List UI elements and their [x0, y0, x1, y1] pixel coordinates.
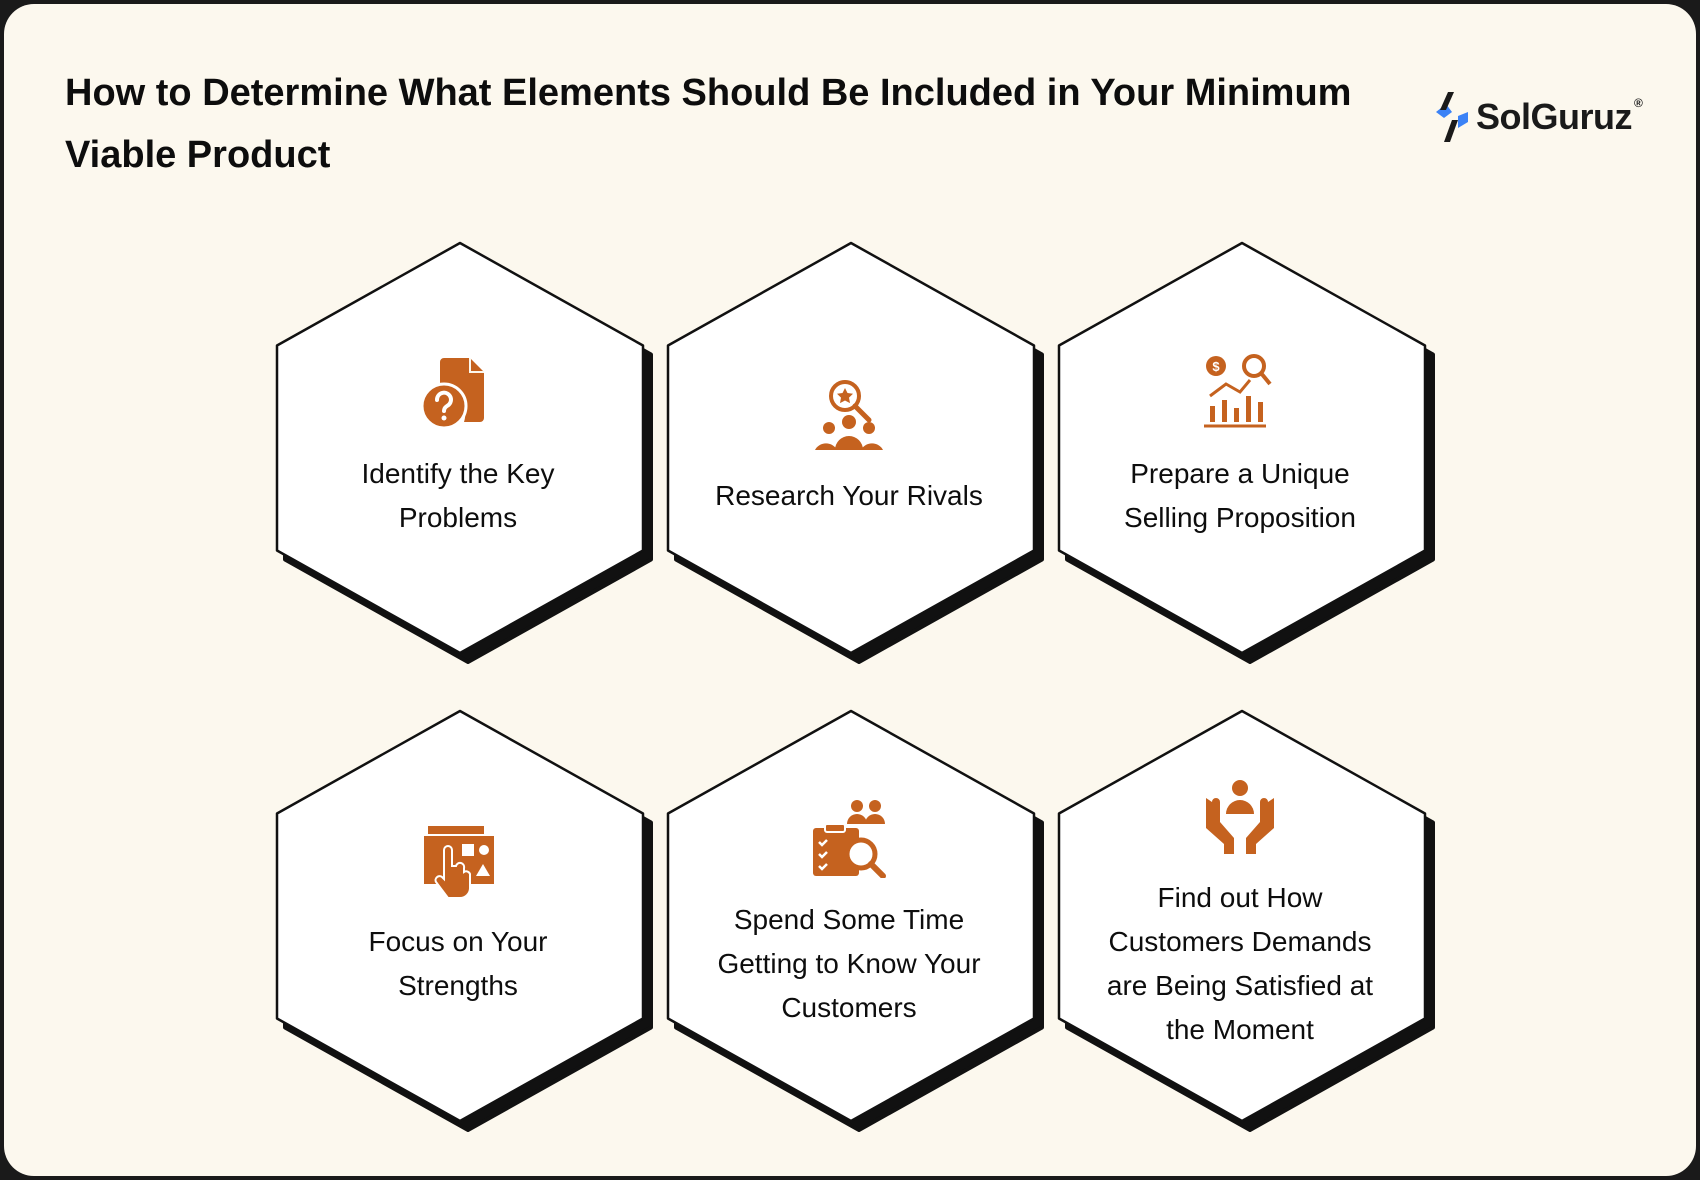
hands-person-icon: [1206, 780, 1274, 854]
hand-shapes-icon: [424, 826, 494, 899]
hexagon-shape: [666, 709, 1044, 1132]
hexagon-shape: [1057, 241, 1435, 664]
page-title: How to Determine What Elements Should Be…: [65, 72, 1352, 176]
registered-mark: ®: [1634, 96, 1643, 110]
hex-card: Spend Some Time Getting to Know Your Cus…: [666, 709, 1046, 1132]
solguruz-logo: SolGuruz ®: [1432, 90, 1643, 144]
dollar-chart-search-icon: $: [1204, 354, 1272, 428]
hex-card: Focus on Your Strengths: [275, 709, 655, 1132]
hex-label: Prepare a Unique Selling Proposition: [1124, 458, 1356, 533]
document-question-icon: [420, 358, 484, 430]
hex-card: Identify the Key Problems: [275, 241, 655, 664]
hex-label: Focus on Your Strengths: [368, 926, 548, 1001]
svg-text:$: $: [1212, 359, 1220, 374]
hex-label: Identify the Key Problems: [361, 458, 555, 533]
solguruz-logo-icon: [1436, 92, 1468, 142]
hex-card: Research Your Rivals: [666, 241, 1046, 664]
hex-card: Find out How Customers Demands are Being…: [1057, 709, 1437, 1132]
hex-label: Find out How Customers Demands are Being…: [1106, 882, 1374, 1045]
team-search-star-icon: [815, 380, 883, 450]
hex-card: $ Prepare a Unique Selling Proposition: [1057, 241, 1437, 664]
logo-wordmark: SolGuruz: [1476, 96, 1633, 137]
hex-label: Spend Some Time Getting to Know Your Cus…: [717, 904, 981, 1023]
clipboard-users-search-icon: [813, 800, 886, 878]
hexagon-shape: [1057, 709, 1435, 1132]
hex-label: Research Your Rivals: [715, 480, 983, 511]
hexagon-shape: [275, 241, 653, 664]
hexagon-shape: [275, 709, 653, 1132]
